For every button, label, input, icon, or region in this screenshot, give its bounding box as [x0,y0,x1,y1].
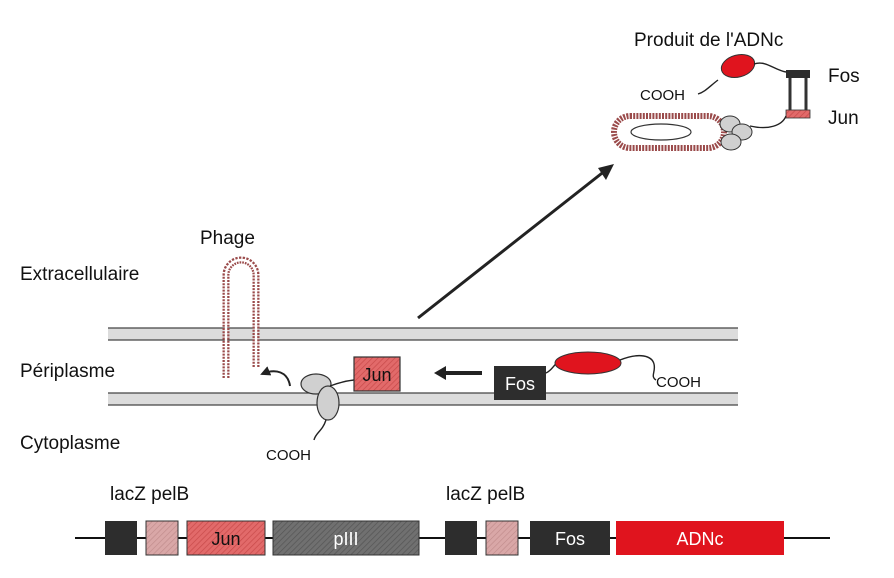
jun-box [353,356,401,392]
jun-gene-block [186,520,266,556]
cooh-right-label: COOH [656,374,701,391]
phage-particle [222,256,260,378]
piii-gene-label: pIII [333,529,358,549]
cooh-top-label: COOH [640,87,685,104]
fos-linker [545,363,557,374]
cooh-tail-right [619,354,657,381]
linker-line [329,379,355,387]
top-jun-linker [749,115,787,129]
top-piii-3 [720,133,742,151]
adnc-gene-label: ADNc [676,529,723,549]
top-phage-genome [630,123,692,141]
cooh-bottom-label: COOH [266,447,311,464]
jun-box-label: Jun [362,365,391,385]
lacz-pelb-label-2: lacZ pelB [446,484,525,505]
phage-label: Phage [200,228,255,249]
pelb-block-1 [145,520,179,556]
top-fos-block [786,70,810,78]
assembly-arrow [260,366,291,387]
jun-gene-label: Jun [211,529,240,549]
piii-domain-2 [316,385,340,421]
extracellular-label: Extracellulaire [20,264,139,285]
cdna-product-title: Produit de l'ADNc [634,30,783,51]
fos-gene-block [530,521,610,555]
top-jun-block [785,109,811,119]
top-product-linker [753,62,787,73]
cooh-tail-top [697,79,719,95]
fos-box [494,366,546,400]
top-jun-label: Jun [828,108,859,129]
adnc-gene-block [616,521,784,555]
cytoplasm-label: Cytoplasme [20,433,120,454]
top-fos-label: Fos [828,66,860,87]
lacz-block-1 [105,521,137,555]
cooh-tail-bottom [313,419,327,441]
piii-gene-block [272,520,420,556]
lacz-pelb-label-1: lacZ pelB [110,484,189,505]
fos-box-label: Fos [505,374,535,394]
inner-membrane [108,392,738,406]
phage-particle-core [224,258,258,378]
translocation-arrow-head [434,366,446,380]
top-cdna-product-ellipse [720,53,756,79]
display-arrow-shaft [417,168,607,320]
outer-membrane [108,327,738,341]
cdna-product-ellipse [554,351,622,375]
fos-gene-label: Fos [555,529,585,549]
periplasm-label: Périplasme [20,361,115,382]
display-arrow-head [598,164,614,180]
lacz-block-2 [445,521,477,555]
pelb-block-2 [485,520,519,556]
